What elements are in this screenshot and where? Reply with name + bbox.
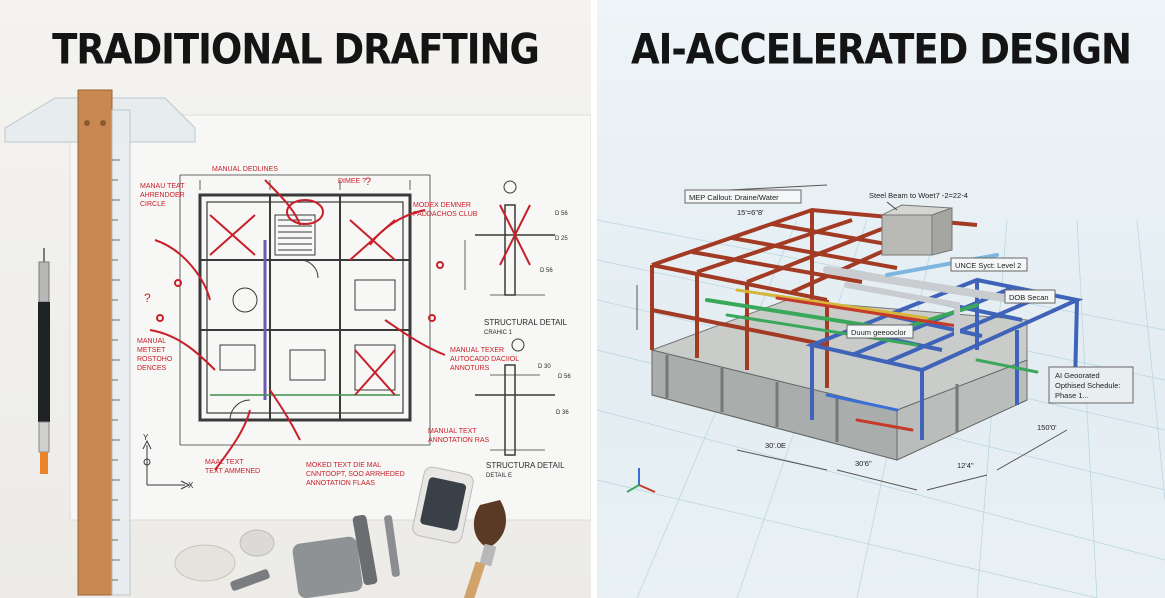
dim-top: 15'=6"8' bbox=[737, 208, 764, 217]
axis-y-label: Y bbox=[143, 433, 149, 442]
drafting-illustration: MANAU TEAT AHRENDOER CIRCLE MANUAL DEDLI… bbox=[4, 89, 591, 598]
annot-manual-text-2: AHRENDOER bbox=[140, 192, 185, 199]
mep-callout-box bbox=[684, 189, 802, 204]
axis-indicator bbox=[142, 439, 191, 490]
annot-bottom-center-3: ANNOTATION FLAAS bbox=[306, 480, 375, 487]
duum-callout-box bbox=[846, 324, 914, 339]
unit-level-callout: UNCE Syct: Level 2 bbox=[955, 261, 1021, 270]
ai-schedule-line-3: Phase 1... bbox=[1055, 391, 1089, 400]
dim-label-2: D 25 bbox=[555, 236, 568, 242]
annot-bottom-left-2: TEXT AMMENED bbox=[205, 468, 260, 475]
annot-q-top: ? bbox=[365, 176, 371, 188]
annot-manual-left-4: DENCES bbox=[137, 365, 167, 372]
annot-manual-text-3: CIRCLE bbox=[140, 201, 166, 208]
redline-marks bbox=[149, 179, 446, 471]
annot-manual-right-3: ANNOTURS bbox=[450, 365, 490, 372]
concrete-core bbox=[881, 204, 953, 256]
annot-manual-left-2: METSET bbox=[137, 347, 166, 354]
unit-level-callout-box bbox=[950, 257, 1028, 272]
annot-bottom-center-2: CNNTOOPT, SOO ARRHEDED bbox=[306, 471, 405, 478]
panel-divider bbox=[591, 0, 597, 598]
t-square-ruler bbox=[4, 89, 196, 596]
ai-accelerated-design-panel: AI-ACCELERATED DESIGN bbox=[597, 0, 1165, 598]
steel-beam-callout: Steel Beam to Woet7 -2=22-4 bbox=[869, 191, 968, 200]
concrete-foundation bbox=[651, 299, 1028, 461]
red-annotations: MANAU TEAT AHRENDOER CIRCLE MANUAL DEDLI… bbox=[137, 166, 519, 487]
structural-detail-2-label: STRUCTURA DETAIL bbox=[486, 461, 565, 470]
ai-accelerated-design-title: AI-ACCELERATED DESIGN bbox=[631, 25, 1132, 74]
annot-bottom-center-1: MOKED TEXT DIE MAL bbox=[306, 462, 381, 469]
axis-gizmo bbox=[626, 468, 656, 493]
bim-model-illustration: MEP Callout: Draine/Water Steel Beam to … bbox=[597, 184, 1165, 598]
traditional-drafting-title: TRADITIONAL DRAFTING bbox=[52, 25, 540, 74]
ai-schedule-line-2: Opthised Schedule: bbox=[1055, 381, 1120, 390]
dob-callout-box bbox=[1004, 289, 1056, 304]
dimension-lines bbox=[636, 184, 1068, 491]
annot-revision-1: MODEX DEMNER bbox=[413, 202, 471, 209]
annot-revision-2: PADDACHOS CLUB bbox=[413, 211, 478, 218]
annot-manual-text-1: MANAU TEAT bbox=[140, 183, 185, 190]
structural-detail-1 bbox=[464, 180, 555, 296]
dim-label-4: D 30 bbox=[538, 364, 551, 370]
structural-detail-2-sub: DETAIL E bbox=[486, 473, 512, 479]
mechanical-pencil bbox=[38, 248, 50, 474]
annot-manual-left-3: ROSTOHO bbox=[137, 356, 173, 363]
dim-label-6: D 36 bbox=[556, 410, 569, 416]
annot-manual-left-1: MANUAL bbox=[137, 338, 166, 345]
dim-label-1: D 56 bbox=[555, 211, 568, 217]
axis-x-label: X bbox=[188, 481, 194, 490]
ai-schedule-line-1: AI Geoorated bbox=[1055, 371, 1100, 380]
structural-detail-2 bbox=[475, 338, 555, 456]
annot-q-left: ? bbox=[144, 291, 151, 305]
floor-plan-drawing bbox=[179, 174, 431, 446]
callouts: MEP Callout: Draine/Water Steel Beam to … bbox=[684, 189, 1134, 470]
annot-bottom-left-1: MAAL TEXT bbox=[205, 459, 244, 466]
dim-label-3: D 56 bbox=[540, 268, 553, 274]
dim-label-5: D 56 bbox=[558, 374, 571, 380]
annot-bottom-mid-2: ANNOTATION RAS bbox=[428, 437, 490, 444]
erasers-and-tools bbox=[174, 466, 507, 598]
annot-manual-redlines: MANUAL DEDLINES bbox=[212, 166, 278, 173]
annot-bottom-mid-1: MANUAL TEXT bbox=[428, 428, 477, 435]
dim-bottom-3: 12'4" bbox=[957, 461, 974, 470]
annot-manual-right-2: AUTOCADD DACIIOL bbox=[450, 356, 519, 363]
annot-manual-right-1: MANUAL TEXER bbox=[450, 347, 504, 354]
ink-annotations: STRUCTURAL DETAIL CRAHIC 1 STRUCTURA DET… bbox=[143, 211, 571, 490]
mep-callout: MEP Callout: Draine/Water bbox=[689, 193, 779, 202]
traditional-drafting-panel: TRADITIONAL DRAFTING bbox=[0, 0, 591, 598]
dim-bottom-2: 30'6" bbox=[855, 459, 872, 468]
dob-callout: DOB Secan bbox=[1009, 293, 1049, 302]
dim-bottom-1: 30'.0E bbox=[765, 441, 786, 450]
ai-schedule-box bbox=[1048, 366, 1134, 404]
structural-detail-1-sub: CRAHIC 1 bbox=[484, 330, 513, 336]
structural-detail-1-label: STRUCTURAL DETAIL bbox=[484, 318, 568, 327]
duum-callout: Duum geeooclor bbox=[851, 328, 907, 337]
dim-bottom-4: 150'0' bbox=[1037, 423, 1057, 432]
annot-dimension-q: DIMEE ? bbox=[338, 178, 366, 185]
